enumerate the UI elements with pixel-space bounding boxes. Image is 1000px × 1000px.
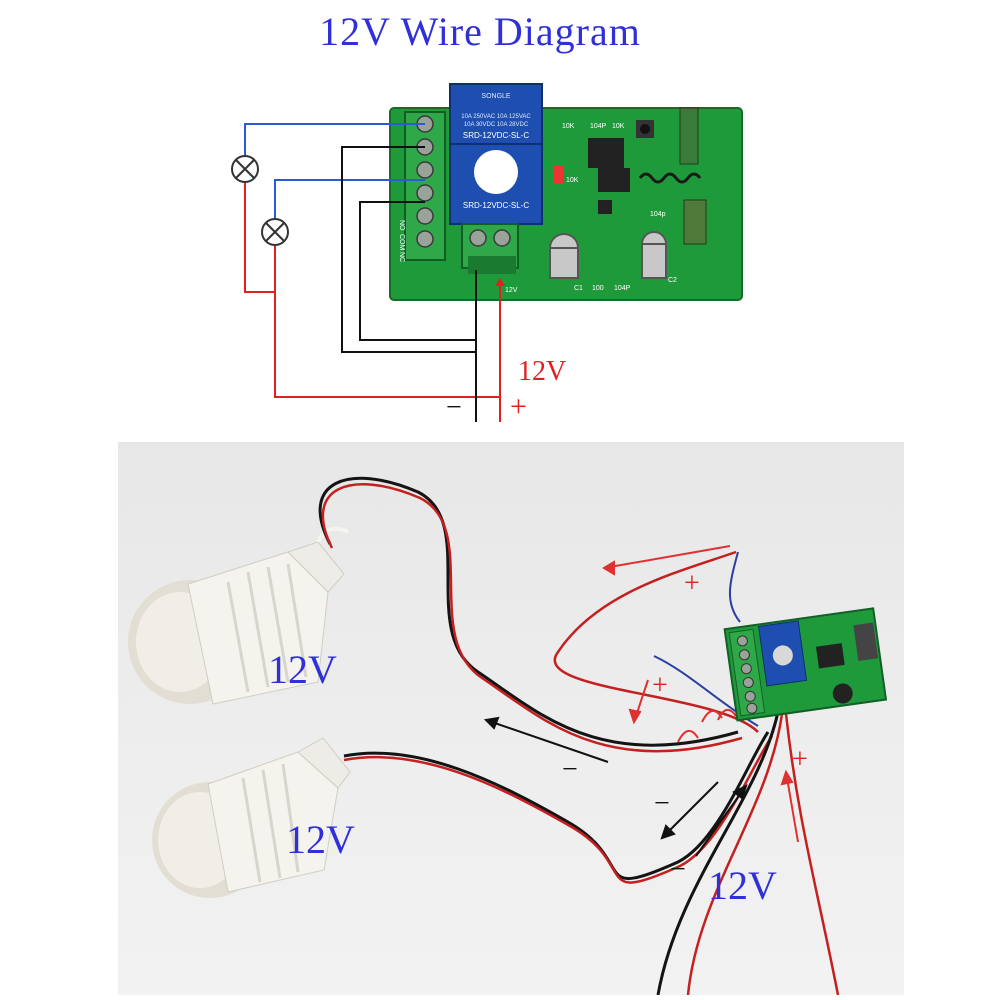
photo-illustration <box>128 476 888 995</box>
transistor <box>598 200 612 214</box>
wire-black-1 <box>341 146 476 353</box>
svg-text:C1: C1 <box>574 285 583 292</box>
relay-brand: SONGLE <box>481 93 511 100</box>
svg-text:NC: NC <box>398 252 405 262</box>
svg-text:NO: NO <box>398 220 405 231</box>
bulb-symbol-1 <box>231 155 259 183</box>
bulb-1 <box>128 526 349 705</box>
minus-mark-1: − <box>562 754 578 785</box>
svg-text:104p: 104p <box>650 211 666 218</box>
ic-chip-2 <box>598 168 630 192</box>
svg-text:C2: C2 <box>668 277 677 284</box>
relay-1 <box>449 83 543 145</box>
svg-text:COM: COM <box>398 234 405 251</box>
wire-blue-1 <box>244 123 425 162</box>
minus-mark-3: − <box>670 854 686 885</box>
svg-text:10K: 10K <box>612 123 625 130</box>
svg-text:12V: 12V <box>505 287 518 294</box>
svg-text:104P: 104P <box>614 285 631 292</box>
plus-mark-3: + <box>792 744 808 775</box>
diagram-supply-label: 12V <box>518 356 567 387</box>
ic-chip-1 <box>588 138 624 168</box>
plus-mark-2: + <box>652 670 668 701</box>
bulb-2 <box>152 737 351 898</box>
wiring-photo: 12V 12V 12V + + + − − − <box>118 442 904 995</box>
diagram-minus-sign: − <box>446 392 462 423</box>
svg-text:100: 100 <box>592 285 604 292</box>
photo-relay-module <box>723 607 888 722</box>
photo-supply-label: 12V <box>708 863 777 908</box>
antenna-coil <box>638 172 702 184</box>
rf-board <box>683 199 707 245</box>
svg-text:10K: 10K <box>566 177 579 184</box>
svg-text:10K: 10K <box>562 123 575 130</box>
minus-mark-2: − <box>654 788 670 819</box>
diagram-plus-sign: + <box>510 390 527 423</box>
relay-model-2: SRD-12VDC-SL-C <box>463 201 529 210</box>
svg-text:104P: 104P <box>590 123 607 130</box>
bulb-2-label: 12V <box>286 817 355 862</box>
wire-black-2 <box>359 201 476 341</box>
led <box>554 166 564 184</box>
wiring-diagram: SONGLE 10A 250VAC 10A 125VAC 10A 30VDC 1… <box>231 83 743 422</box>
bulb-1-label: 12V <box>268 647 337 692</box>
rf-module <box>679 107 699 165</box>
relay-rating-1: 10A 250VAC 10A 125VAC <box>461 114 531 120</box>
relay-rating-2: 10A 30VDC 10A 28VDC <box>464 122 529 128</box>
wire-blue-2 <box>274 179 425 218</box>
plus-mark-1: + <box>684 568 700 599</box>
diagram-title: 12V Wire Diagram <box>319 9 641 54</box>
bulb-symbol-2 <box>261 218 289 246</box>
relay-sticker <box>474 150 518 194</box>
relay-model-1: SRD-12VDC-SL-C <box>463 131 529 140</box>
